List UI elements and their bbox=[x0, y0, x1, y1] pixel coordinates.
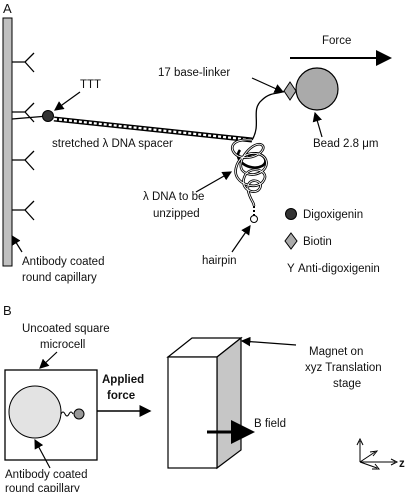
xyz-axes-icon bbox=[356, 437, 399, 470]
magnet-pointer bbox=[240, 336, 297, 347]
legend-anti-digoxigenin-label: Anti-digoxigenin bbox=[298, 263, 380, 275]
biotin-diamond bbox=[283, 81, 297, 101]
dna-spring bbox=[60, 411, 74, 417]
linker-pointer bbox=[251, 77, 285, 93]
bead-label: Bead 2.8 μm bbox=[313, 138, 378, 150]
spacer-label: stretched λ DNA spacer bbox=[52, 138, 173, 150]
hairpin-pointer bbox=[231, 225, 251, 253]
magnet-label-3: stage bbox=[333, 378, 361, 390]
legend-biotin-symbol bbox=[284, 232, 298, 250]
capillary-wall bbox=[2, 17, 13, 267]
microcell-pointer bbox=[39, 351, 58, 369]
magnet-label-1: Magnet on bbox=[309, 346, 363, 358]
bead-pointer bbox=[312, 111, 323, 138]
bead bbox=[295, 67, 339, 111]
applied-force-label-2: force bbox=[107, 390, 135, 402]
capillary-label-1: Antibody coated bbox=[22, 256, 104, 268]
stretched-dna-spacer bbox=[53, 116, 253, 143]
microcell-label-2: microcell bbox=[40, 339, 85, 351]
magnet-side-face bbox=[216, 336, 242, 470]
legend-y-symbol: Y bbox=[287, 263, 295, 275]
b-capillary-label-2: round capillary bbox=[5, 483, 80, 492]
microcell-label-1: Uncoated square bbox=[22, 323, 110, 335]
applied-force-label-1: Applied bbox=[102, 374, 144, 386]
capillary-label-2: round capillary bbox=[22, 272, 97, 284]
axis-z-label: z bbox=[399, 458, 405, 470]
magnet-label-2: xyz Translation bbox=[305, 362, 382, 374]
legend-digoxigenin-symbol bbox=[285, 208, 297, 220]
capillary-attachment-line bbox=[11, 115, 49, 120]
hairpin-loop bbox=[250, 215, 258, 223]
ttt-pointer bbox=[54, 91, 81, 111]
capillary-pointer bbox=[11, 234, 23, 253]
hairpin-label: hairpin bbox=[202, 255, 237, 267]
panel-b-label: B bbox=[3, 303, 12, 318]
linker-label: 17 base-linker bbox=[158, 67, 230, 79]
base-linker-line bbox=[251, 87, 291, 141]
legend-digoxigenin-label: Digoxigenin bbox=[303, 209, 363, 221]
panel-a-label: A bbox=[3, 1, 12, 16]
unzip-pointer bbox=[195, 171, 233, 193]
unzip-label-2: unzipped bbox=[153, 208, 200, 220]
b-capillary-label-1: Antibody coated bbox=[5, 469, 87, 481]
b-capillary-pointer bbox=[34, 438, 51, 469]
unzip-label-1: λ DNA to be bbox=[143, 191, 204, 203]
digoxigenin-dot bbox=[42, 110, 54, 122]
round-capillary bbox=[8, 385, 62, 439]
ttt-label: TTT bbox=[80, 79, 101, 91]
force-label: Force bbox=[322, 35, 351, 47]
b-field-label: B field bbox=[254, 418, 286, 430]
legend-biotin-label: Biotin bbox=[303, 236, 332, 248]
magnet-front-face bbox=[167, 356, 218, 469]
small-bead bbox=[73, 408, 85, 420]
antibody-y-shapes bbox=[12, 52, 35, 221]
